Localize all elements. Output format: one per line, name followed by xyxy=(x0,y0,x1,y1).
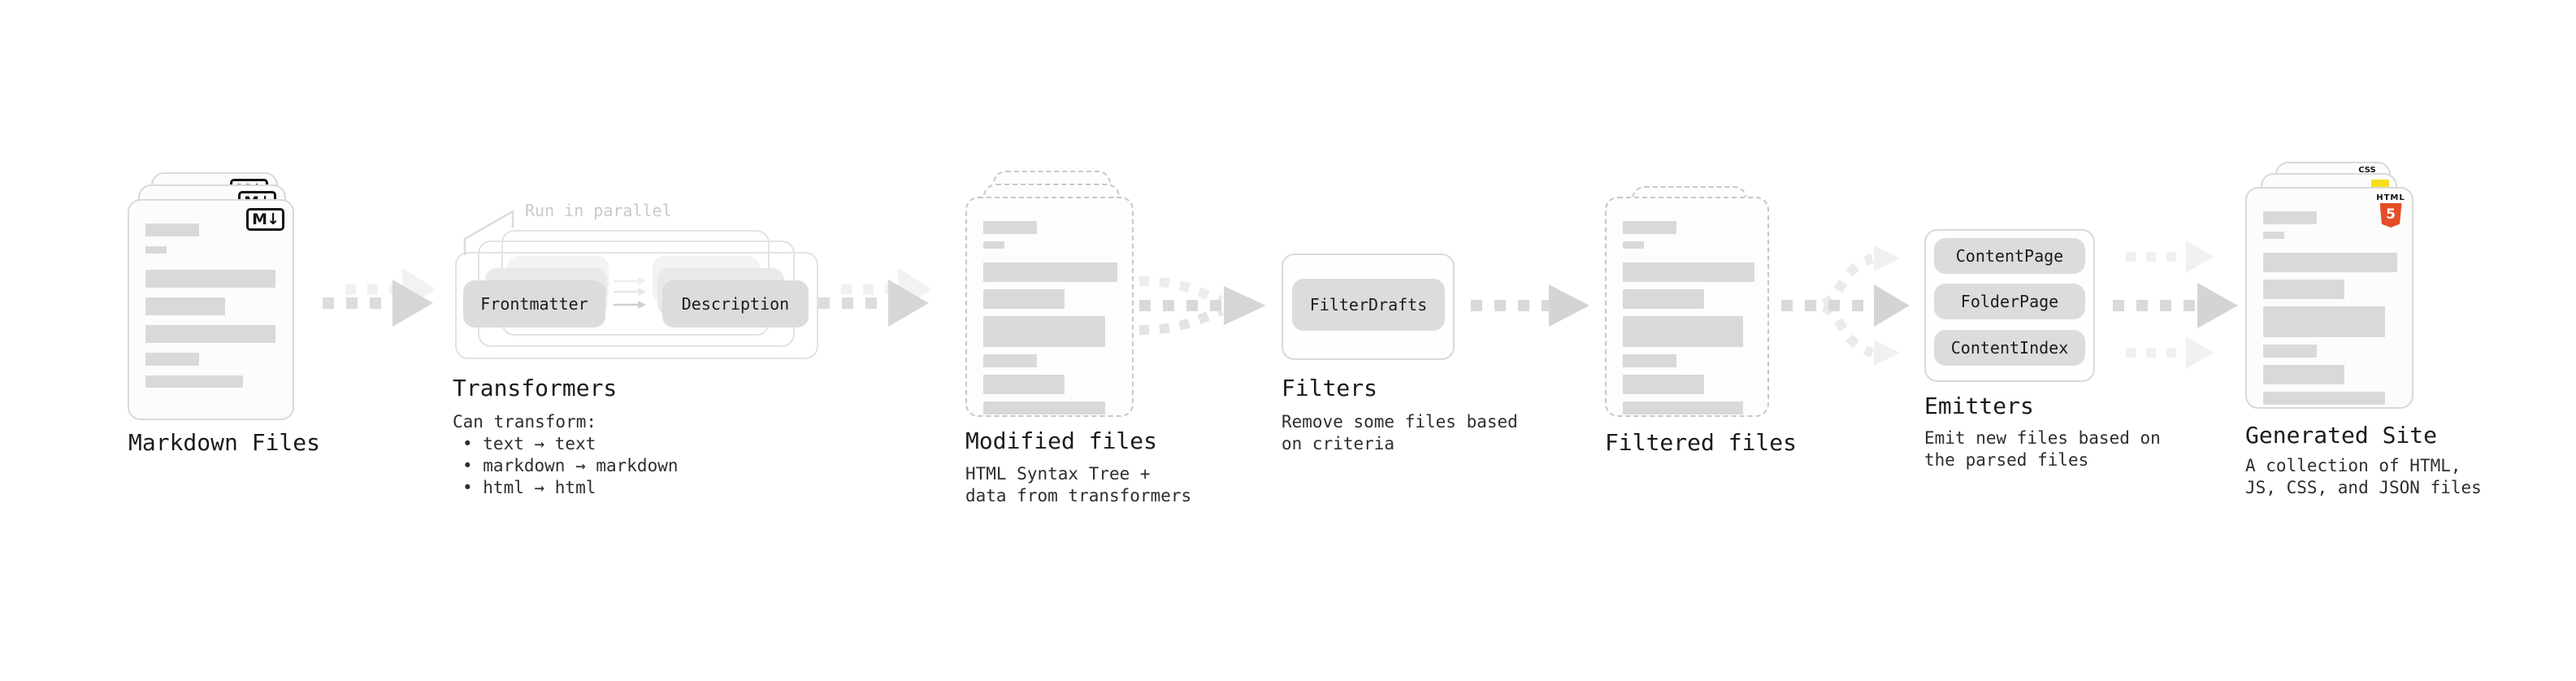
arrow-filters-to-filtered xyxy=(1471,284,1589,327)
document-placeholder-lines xyxy=(983,221,1117,414)
description-line: JS, CSS, and JSON files xyxy=(2245,478,2482,497)
arrow-transformers-to-modified xyxy=(818,268,932,327)
note-leader-line xyxy=(463,209,514,255)
can-transform-title: Can transform: xyxy=(453,412,597,432)
modified-file-card-front xyxy=(965,197,1134,417)
description-line: data from transformers xyxy=(965,486,1192,505)
markdown-files-heading: Markdown Files xyxy=(128,429,321,456)
filters-description: Remove some files based on criteria xyxy=(1281,411,1518,455)
transformer-panel-front xyxy=(455,252,818,359)
css-icon-label: CSS xyxy=(2358,166,2376,175)
modified-files-heading: Modified files xyxy=(965,427,1158,454)
generated-site-description: A collection of HTML, JS, CSS, and JSON … xyxy=(2245,455,2482,499)
transform-bullet: • markdown → markdown xyxy=(462,456,679,475)
modified-files-description: HTML Syntax Tree + data from transformer… xyxy=(965,463,1191,507)
generated-file-card-front: HTML 5 xyxy=(2245,187,2413,409)
run-in-parallel-note: Run in parallel xyxy=(525,201,672,220)
markdown-icon: M↓ xyxy=(246,208,284,231)
arrow-markdown-to-transformers xyxy=(323,268,436,327)
transformers-description: Can transform: • text → text • markdown … xyxy=(453,411,679,499)
description-line: A collection of HTML, xyxy=(2245,456,2461,475)
html5-shield: 5 xyxy=(2379,203,2402,228)
description-line: on criteria xyxy=(1281,434,1395,453)
description-pill: Description xyxy=(662,280,809,327)
arrow-filtered-to-emitters xyxy=(1781,245,1910,366)
description-line: Remove some files based xyxy=(1281,412,1518,432)
document-placeholder-lines xyxy=(145,223,275,388)
transformers-heading: Transformers xyxy=(453,375,618,401)
emitters-heading: Emitters xyxy=(1924,393,2034,419)
filterdrafts-pill: FilterDrafts xyxy=(1292,279,1445,331)
document-placeholder-lines xyxy=(2263,211,2397,405)
transform-bullet: • html → html xyxy=(462,478,596,497)
generated-site-heading: Generated Site xyxy=(2245,422,2438,449)
filtered-files-heading: Filtered files xyxy=(1605,429,1798,456)
emitters-description: Emit new files based on the parsed files xyxy=(1924,427,2161,471)
parallel-arrows-icon xyxy=(614,277,646,309)
description-line: HTML Syntax Tree + xyxy=(965,464,1151,484)
markdown-file-card-front: M↓ xyxy=(128,199,294,420)
filters-heading: Filters xyxy=(1281,375,1378,401)
document-placeholder-lines xyxy=(1623,221,1754,414)
description-line: the parsed files xyxy=(1924,450,2089,470)
filtered-file-card-front xyxy=(1605,197,1769,417)
transform-bullet: • text → text xyxy=(462,434,596,453)
html5-icon-label: HTML xyxy=(2376,193,2405,202)
description-line: Emit new files based on xyxy=(1924,428,2161,448)
html5-icon: HTML 5 xyxy=(2372,194,2409,228)
contentindex-pill: ContentIndex xyxy=(1934,330,2085,366)
arrow-modified-to-filters xyxy=(1138,276,1266,335)
contentpage-pill: ContentPage xyxy=(1934,238,2085,274)
folderpage-pill: FolderPage xyxy=(1934,284,2085,319)
arrow-emitters-to-generated xyxy=(2113,241,2238,369)
frontmatter-pill: Frontmatter xyxy=(463,280,605,327)
